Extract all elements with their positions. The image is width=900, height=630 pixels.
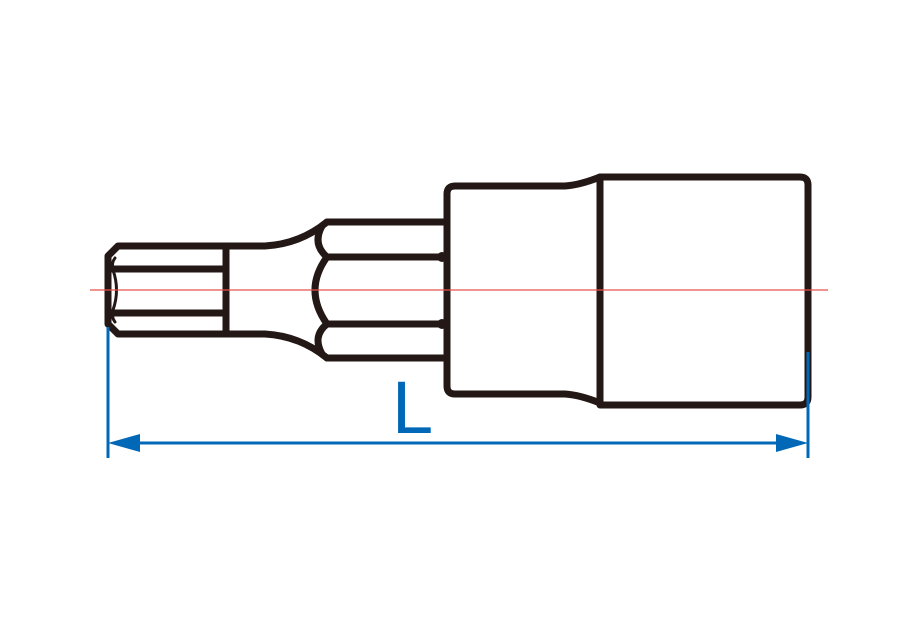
arrowhead-left xyxy=(108,434,140,452)
drive-end xyxy=(596,173,812,409)
dimension-label: L xyxy=(392,366,433,449)
arrowhead-right xyxy=(776,434,808,452)
length-dimension: L xyxy=(106,327,810,458)
